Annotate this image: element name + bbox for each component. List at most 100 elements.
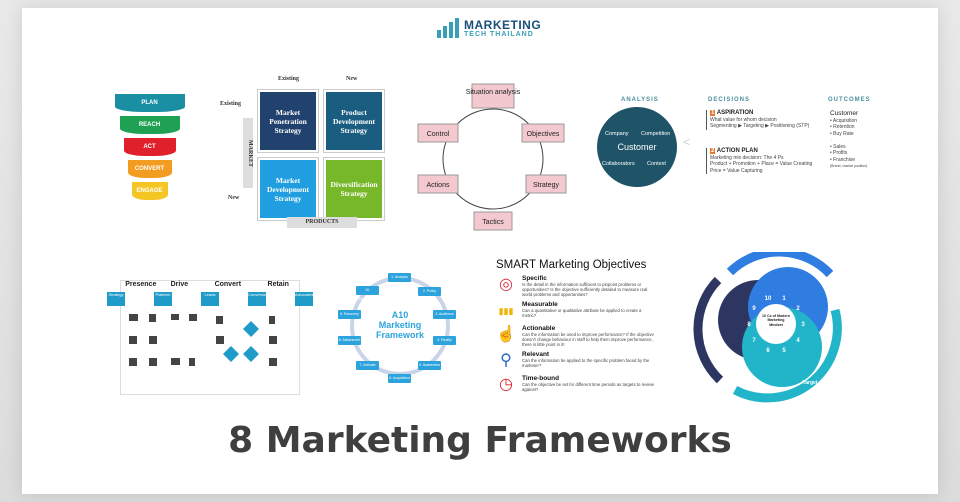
- aspiration-line: Segmenting ▶ Targeting ▶ Positioning (ST…: [710, 123, 810, 129]
- c-number: 1: [782, 296, 786, 302]
- c-number: 4: [796, 338, 800, 344]
- a10-item: 8. Attachment: [338, 336, 361, 345]
- smart-item-name: Measurable: [522, 301, 558, 308]
- cycle-node-label: Control: [427, 131, 450, 138]
- cycle-ring: [442, 108, 544, 210]
- ansoff-matrix: Market Penetration Strategy Product Deve…: [257, 89, 385, 221]
- smart-item-desc: Is the detail in the information suffici…: [522, 282, 648, 297]
- col-new: New: [346, 76, 358, 82]
- smart-item-name: Time-bound: [522, 375, 560, 382]
- c-number: 8: [747, 322, 751, 328]
- funnel-diagram: PLAN REACH ACT CONVERT ENGAGE: [112, 94, 187, 204]
- bar-chart-icon: ▮▮▮: [498, 306, 514, 316]
- competition-label: Competition: [641, 131, 671, 137]
- outcome-note: (Brand, market position): [830, 164, 868, 168]
- ring-label: Target: [803, 380, 818, 386]
- target-icon: ◎: [499, 276, 513, 293]
- smart-item-name: Specific: [522, 275, 547, 282]
- outcome-item: • Retention: [830, 124, 855, 130]
- magnifier-icon: ⚲: [500, 352, 512, 369]
- action-title: ACTION PLAN: [716, 148, 758, 154]
- ring-label: Company: [706, 320, 712, 343]
- funnel-stage: ENGAGE: [131, 182, 168, 200]
- smart-item-desc: Can the information be used to improve p…: [522, 332, 654, 347]
- matrix-cell: Diversification Strategy: [323, 157, 385, 221]
- company-label: Company: [605, 131, 629, 137]
- a10-item: 7. Activate: [356, 361, 379, 370]
- c-number: 3: [801, 322, 805, 328]
- convert-header: Convert: [214, 281, 242, 288]
- a10-item: 6. Acquisition: [388, 374, 411, 383]
- presence-icons: [129, 314, 277, 366]
- outcome-item: • Franchise: [830, 156, 856, 163]
- a10-item: 10. Assessment: [356, 286, 379, 301]
- presence-framework: Presence Drive Convert Retain Strategy P…: [107, 280, 314, 395]
- decisions-header: DECISIONS: [708, 97, 751, 103]
- c-number: 9: [752, 306, 756, 312]
- hand-pointer-icon: ☝: [496, 326, 516, 343]
- a10-item: 2. Policy: [418, 287, 441, 296]
- smart-item-name: Actionable: [522, 325, 556, 332]
- a10-framework: 1. Analysis 2. Policy 3. Audience 4. Rea…: [330, 268, 470, 388]
- aspiration-line: What value for whom decision: [710, 116, 777, 123]
- market-axis-label: MARKET: [243, 118, 253, 188]
- col-existing: Existing: [278, 76, 300, 82]
- branch-arrow-icon: <: [683, 135, 691, 149]
- a10-item: 1. Analysis: [388, 273, 411, 282]
- c-number: 10: [765, 296, 772, 302]
- stage-box: Conversion: [248, 292, 268, 306]
- context-label: Context: [647, 161, 666, 167]
- action-line: Product + Promotion + Place = Value Crea…: [710, 161, 813, 167]
- matrix-cell: Product Development Strategy: [323, 89, 385, 153]
- planning-cycle: Situation analysis Objectives Strategy T…: [417, 83, 567, 231]
- smart-item-desc: Can the objective be set for different t…: [522, 382, 654, 392]
- c-number: 6: [766, 348, 770, 354]
- action-number: 2: [710, 148, 716, 154]
- a10-title-line: A10: [391, 310, 409, 320]
- a10-title: A10 Marketing Framework: [365, 310, 435, 340]
- ten-cs-center-label: 10 Cs of Modern Marketing Mindset: [762, 314, 790, 327]
- aspiration-title: ASPIRATION: [716, 110, 754, 116]
- drive-header: Drive: [170, 281, 189, 288]
- outcome-title: Customer: [830, 110, 859, 117]
- c-number: 7: [752, 338, 756, 344]
- matrix-cell: Market Penetration Strategy: [257, 89, 319, 153]
- a10-item: 5. Awareness: [418, 361, 441, 370]
- products-axis-label: PRODUCTS: [287, 217, 357, 228]
- cycle-node: [471, 83, 515, 109]
- outcome-item: • Acquisition: [830, 117, 858, 124]
- smart-title: SMART Marketing Objectives: [496, 259, 647, 271]
- stage-box: Strategy: [107, 292, 125, 306]
- cycle-node-label: Objectives: [527, 131, 560, 138]
- action-line: Price = Value Capturing: [710, 167, 763, 174]
- cycle-node-label: Strategy: [533, 182, 560, 189]
- action-line: Marketing mix decision: The 4 Ps: [710, 154, 784, 161]
- outcome-item: • Sales: [830, 143, 846, 150]
- stage-box: Platform: [154, 292, 172, 306]
- cycle-node-label: Tactics: [482, 219, 504, 226]
- a10-item: 3. Audience: [433, 310, 456, 319]
- alarm-clock-icon: ◷: [499, 376, 513, 393]
- smart-item-desc: Can the information be applied to the sp…: [522, 358, 650, 368]
- cycle-node-label: Actions: [427, 182, 450, 189]
- retain-header: Retain: [267, 281, 289, 288]
- stage-box: Leads: [201, 292, 219, 306]
- action-plan-block: 2 ACTION PLAN Marketing mix decision: Th…: [706, 148, 812, 174]
- aspiration-number: 1: [710, 110, 716, 116]
- analysis-header: ANALYSIS: [621, 97, 659, 103]
- aspiration-block: 1 ASPIRATION What value for whom decisio…: [706, 110, 809, 130]
- outcomes-header: OUTCOMES: [828, 97, 871, 103]
- funnel-stage: REACH: [119, 116, 180, 134]
- a10-item: 4. Reality: [433, 336, 456, 345]
- outcomes-list: Customer • Acquisition • Retention • Buy…: [830, 110, 868, 170]
- c-number: 2: [796, 306, 800, 312]
- customer-label: Customer: [617, 142, 657, 152]
- logo-line1: MARKETING: [464, 17, 542, 32]
